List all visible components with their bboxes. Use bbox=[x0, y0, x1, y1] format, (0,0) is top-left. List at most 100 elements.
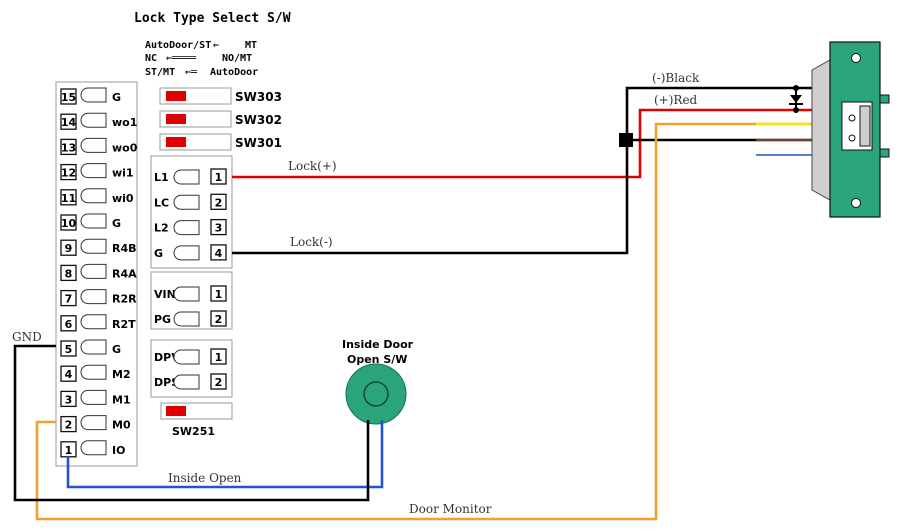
main-pin-12-number: 12 bbox=[61, 167, 76, 180]
main-pin-9-number: 9 bbox=[65, 242, 73, 255]
label-gnd: GND bbox=[12, 330, 42, 344]
main-pin-2-number: 2 bbox=[65, 419, 73, 432]
wire-door-monitor bbox=[35, 122, 812, 521]
lock-latch-tab-bottom bbox=[879, 148, 890, 158]
main-pin-11-number: 11 bbox=[61, 192, 76, 205]
main-pin-10-number: 10 bbox=[61, 217, 77, 230]
main-pin-5-box bbox=[60, 340, 77, 357]
power-pin-pg-connector bbox=[173, 311, 200, 327]
legend-left-3: ST/MT bbox=[145, 67, 175, 78]
wire-gnd bbox=[13, 344, 370, 502]
legend-arrow-1: ⇐ bbox=[213, 40, 219, 51]
switch-sw302-slider bbox=[166, 114, 186, 124]
main-pin-11-label: wi0 bbox=[112, 192, 134, 205]
lock-pin-l1-label: L1 bbox=[154, 171, 169, 184]
main-pin-7-number: 7 bbox=[65, 293, 73, 306]
diode-icon bbox=[789, 85, 803, 113]
main-pin-3-connector bbox=[80, 389, 107, 405]
main-pin-8-label: R4A bbox=[112, 267, 137, 280]
lock-pin-lc-box bbox=[210, 193, 227, 210]
lock-pin-l2-label: L2 bbox=[154, 222, 169, 235]
lock-pin-l2-box bbox=[210, 218, 227, 236]
switch-sw301-slider bbox=[166, 137, 186, 147]
wire-junction bbox=[619, 133, 633, 147]
main-pin-6-box bbox=[60, 315, 77, 332]
main-pin-10-box bbox=[60, 214, 77, 231]
switch-sw303-label: SW303 bbox=[235, 90, 282, 104]
main-pin-4-box bbox=[60, 365, 77, 382]
lock-pin-lc-number: 2 bbox=[215, 196, 223, 209]
main-pin-7-label: R2R bbox=[112, 293, 137, 306]
main-pin-2-box bbox=[60, 415, 77, 433]
main-pin-15-connector bbox=[80, 87, 107, 103]
label-inside-open: Inside Open bbox=[168, 471, 242, 485]
lock-pin-g-label: G bbox=[154, 247, 163, 260]
inside-door-button-ring bbox=[363, 381, 389, 407]
main-pin-5-label: G bbox=[112, 343, 121, 356]
power-pin-vin-number: 1 bbox=[215, 288, 223, 301]
main-pin-1-number: 1 bbox=[65, 444, 73, 457]
main-pin-7-box bbox=[60, 289, 77, 307]
electric-strike-lock bbox=[811, 41, 890, 218]
main-pin-12-label: wi1 bbox=[112, 167, 134, 180]
lock-screw-top bbox=[851, 53, 861, 63]
label-door-monitor: Door Monitor bbox=[409, 502, 492, 516]
lock-side-bevel bbox=[811, 59, 831, 201]
switch-sw302-label: SW302 bbox=[235, 113, 282, 127]
main-pin-14-label: wo1 bbox=[112, 116, 137, 129]
dp-pin-dpv-box bbox=[210, 348, 227, 365]
wire-inside-open bbox=[66, 420, 384, 489]
main-pin-5-connector bbox=[80, 339, 107, 355]
sw251-label: SW251 bbox=[172, 425, 215, 438]
dp-pin-dpv-label: DPV bbox=[154, 351, 180, 364]
main-pin-4-number: 4 bbox=[65, 368, 73, 381]
lock-pin-g-number: 4 bbox=[215, 247, 223, 260]
main-pin-2-connector bbox=[80, 415, 107, 431]
wire-lock-minus bbox=[232, 86, 812, 255]
dp-pin-dps-box bbox=[210, 373, 227, 390]
main-pin-8-box bbox=[60, 264, 77, 282]
inside-door-label-2: Open S/W bbox=[347, 353, 407, 366]
main-pin-15-number: 15 bbox=[61, 91, 76, 104]
label-lock-plus: Lock(+) bbox=[288, 159, 337, 173]
lock-pin-lc-label: LC bbox=[154, 196, 169, 209]
main-pin-3-label: M1 bbox=[112, 393, 131, 406]
power-pin-vin-box bbox=[210, 285, 227, 302]
legend-left-2: NC bbox=[145, 53, 157, 64]
main-pin-2-label: M0 bbox=[112, 419, 131, 432]
inside-door-button[interactable] bbox=[345, 363, 407, 425]
main-pin-8-connector bbox=[80, 263, 107, 279]
main-pin-14-number: 14 bbox=[61, 116, 77, 129]
main-pin-12-connector bbox=[80, 163, 107, 179]
legend-right-3: AutoDoor bbox=[210, 67, 258, 78]
lock-pin-g-connector bbox=[173, 245, 200, 261]
lock-screw-bottom bbox=[851, 198, 861, 208]
lock-pin-l2-number: 3 bbox=[215, 222, 223, 235]
main-pin-1-connector bbox=[80, 440, 107, 456]
main-pin-5-number: 5 bbox=[65, 343, 73, 356]
main-pin-4-label: M2 bbox=[112, 368, 131, 381]
lock-latch-tab-top bbox=[879, 94, 890, 104]
switch-legend: AutoDoor/ST ⇐ MT NC ⇐════ NO/MT ST/MT ⇐═… bbox=[145, 40, 258, 78]
power-pin-pg-box bbox=[210, 310, 227, 327]
main-pin-9-connector bbox=[80, 238, 107, 254]
dp-pin-dps-number: 2 bbox=[215, 376, 223, 389]
lock-terminal-1 bbox=[848, 114, 856, 122]
main-pin-11-connector bbox=[80, 188, 107, 204]
sw251-slider bbox=[166, 406, 186, 416]
dp-pin-dpv-connector bbox=[173, 349, 200, 365]
legend-right-2: NO/MT bbox=[222, 53, 252, 64]
lock-pin-g-box bbox=[210, 244, 227, 261]
main-pin-12-box bbox=[60, 163, 77, 181]
legend-arrow-3: ⇐═ bbox=[185, 67, 198, 78]
lock-pin-l2-connector bbox=[173, 220, 200, 236]
power-pin-vin-label: VIN bbox=[154, 288, 176, 301]
main-pin-3-number: 3 bbox=[65, 393, 73, 406]
inside-door-label-1: Inside Door bbox=[342, 338, 414, 351]
main-pin-13-number: 13 bbox=[61, 141, 76, 154]
dp-pin-dps-connector bbox=[173, 374, 200, 390]
main-pin-6-number: 6 bbox=[65, 318, 73, 331]
